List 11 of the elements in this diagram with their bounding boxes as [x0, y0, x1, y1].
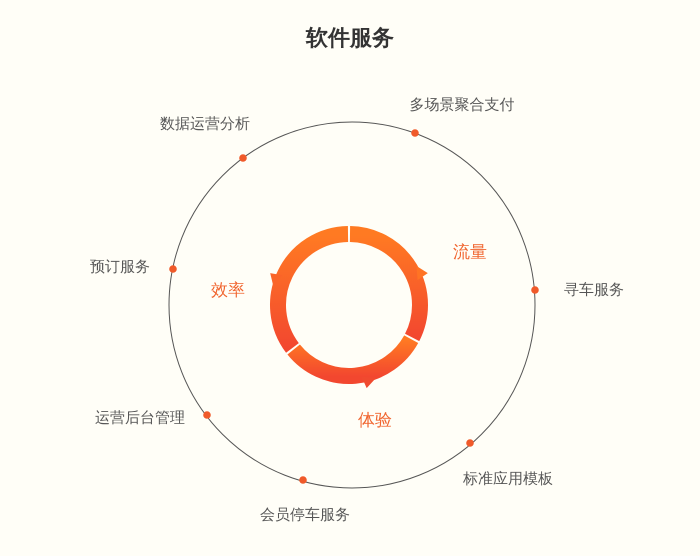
service-label: 运营后台管理: [95, 408, 185, 428]
segment-label: 流量: [453, 242, 487, 264]
service-label: 标准应用模板: [463, 470, 553, 488]
service-label: 寻车服务: [564, 280, 624, 300]
service-label: 会员停车服务: [260, 506, 350, 524]
segment-label: 效率: [211, 280, 245, 302]
title: 软件服务: [306, 25, 394, 53]
segment-label: 体验: [358, 410, 392, 432]
service-label: 预订服务: [90, 258, 150, 276]
service-label: 多场景聚合支付: [410, 96, 514, 114]
service-label: 数据运营分析: [160, 114, 250, 134]
